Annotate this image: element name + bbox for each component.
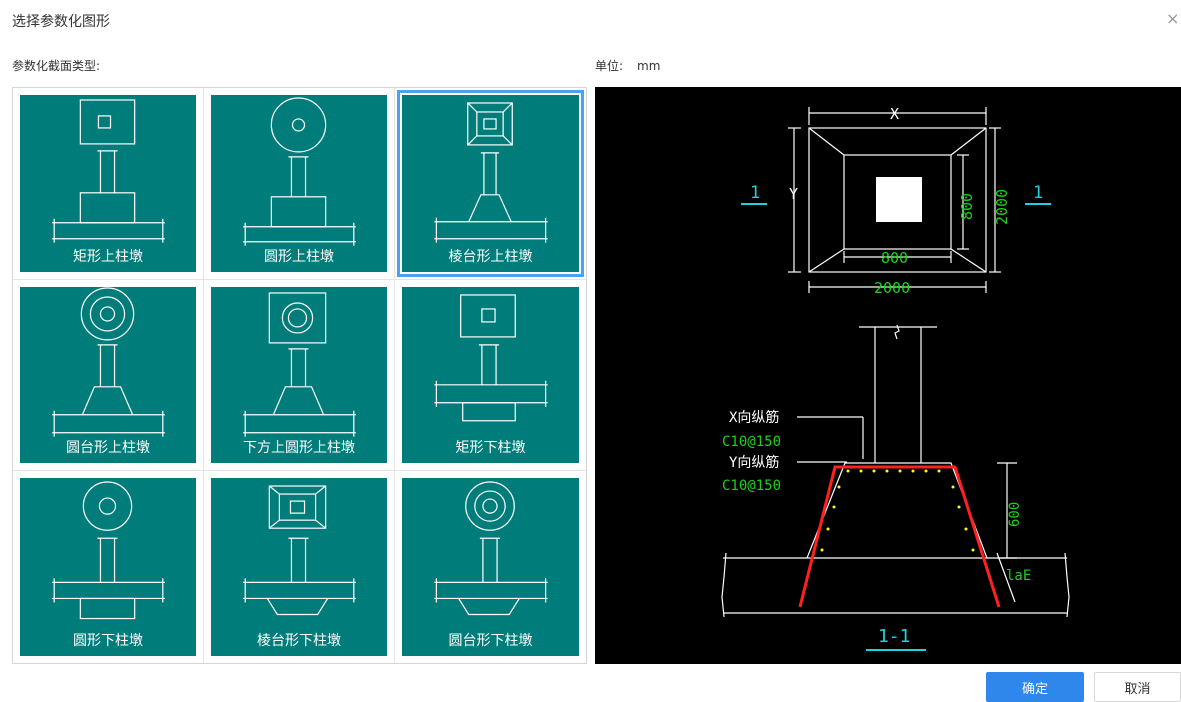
shape-option-square-circle-upper[interactable]: 下方上圆形上柱墩 bbox=[204, 279, 395, 472]
x-rebar-value: C10@150 bbox=[722, 434, 781, 450]
shape-thumbnail: 圆形下柱墩 bbox=[20, 478, 196, 656]
shape-option-cone-upper[interactable]: 圆台形上柱墩 bbox=[13, 279, 204, 472]
unit-label: 单位: mm bbox=[595, 57, 660, 74]
shape-option-frustum-lower[interactable]: 棱台形下柱墩 bbox=[204, 471, 395, 663]
shape-label: 棱台形下柱墩 bbox=[257, 633, 341, 649]
rect-lower-pier-icon bbox=[434, 294, 548, 422]
y-rebar-value: C10@150 bbox=[722, 478, 781, 494]
circle-upper-pier-icon bbox=[243, 97, 356, 246]
dim-outer-w-text: 2000 bbox=[874, 279, 910, 297]
section-mark-right: 1 bbox=[1033, 183, 1043, 203]
dim-x-text: X bbox=[890, 105, 899, 123]
dim-inner-h-text: 800 bbox=[958, 193, 976, 220]
shape-thumbnail: 圆形上柱墩 bbox=[211, 95, 387, 272]
shape-thumbnail: 棱台形上柱墩 bbox=[397, 90, 584, 277]
shape-label: 下方上圆形上柱墩 bbox=[243, 440, 355, 457]
cone-upper-pier-icon bbox=[52, 287, 165, 437]
shape-thumbnail: 矩形下柱墩 bbox=[402, 286, 579, 464]
cone-lower-pier-icon bbox=[434, 481, 548, 616]
frustum-upper-pier-icon bbox=[434, 102, 548, 243]
shape-option-cone-lower[interactable]: 圆台形下柱墩 bbox=[395, 471, 586, 663]
shape-option-rect-lower[interactable]: 矩形下柱墩 bbox=[395, 280, 586, 472]
shape-label: 矩形上柱墩 bbox=[73, 248, 143, 265]
section-mark-left: 1 bbox=[750, 183, 760, 203]
dim-outer-h-text: 2000 bbox=[993, 189, 1011, 225]
preview-drawing: X Y 800 2000 800 2000 1 1 bbox=[721, 105, 1070, 651]
shape-label: 圆台形上柱墩 bbox=[66, 440, 150, 457]
unit-label-text: 单位: bbox=[595, 59, 624, 73]
shape-option-rect-upper[interactable]: 矩形上柱墩 bbox=[13, 88, 204, 280]
dim-inner-w-text: 800 bbox=[881, 249, 908, 267]
circle-lower-pier-icon bbox=[52, 481, 165, 620]
cancel-button[interactable]: 取消 bbox=[1094, 672, 1181, 702]
dim-y-text: Y bbox=[789, 185, 798, 203]
anchor-label: laE bbox=[1006, 568, 1031, 584]
dim-height-text: 600 bbox=[1007, 502, 1023, 527]
y-rebar-label: Y向纵筋 bbox=[729, 454, 779, 471]
shape-label: 棱台形上柱墩 bbox=[448, 248, 533, 265]
shape-thumbnail: 矩形上柱墩 bbox=[20, 95, 196, 272]
shape-label: 矩形下柱墩 bbox=[455, 440, 526, 457]
x-rebar-label: X向纵筋 bbox=[729, 409, 779, 426]
shape-thumbnail: 下方上圆形上柱墩 bbox=[211, 286, 387, 464]
shape-option-frustum-upper[interactable]: 棱台形上柱墩 bbox=[395, 88, 586, 280]
shape-label: 圆形下柱墩 bbox=[73, 633, 143, 649]
shape-grid: 矩形上柱墩 圆形上柱墩 棱台形上柱墩 bbox=[12, 87, 587, 664]
rect-upper-pier-icon bbox=[52, 99, 165, 243]
square-base-circle-top-pier-icon bbox=[243, 292, 356, 437]
shape-label: 圆形上柱墩 bbox=[264, 248, 334, 265]
section-type-label: 参数化截面类型: bbox=[12, 59, 101, 73]
shape-option-circle-upper[interactable]: 圆形上柱墩 bbox=[204, 88, 395, 280]
close-icon[interactable]: × bbox=[1166, 9, 1180, 28]
ok-button[interactable]: 确定 bbox=[986, 672, 1084, 702]
frustum-lower-pier-icon bbox=[243, 485, 356, 616]
shape-preview: X Y 800 2000 800 2000 1 1 bbox=[595, 87, 1181, 664]
shape-option-circle-lower[interactable]: 圆形下柱墩 bbox=[13, 471, 204, 663]
dialog-title: 选择参数化图形 bbox=[12, 14, 110, 30]
section-title: 1-1 bbox=[878, 626, 911, 647]
shape-thumbnail: 圆台形上柱墩 bbox=[20, 286, 196, 464]
shape-label: 圆台形下柱墩 bbox=[448, 633, 533, 649]
unit-value: mm bbox=[637, 59, 661, 73]
shape-thumbnail: 圆台形下柱墩 bbox=[402, 478, 579, 656]
shape-thumbnail: 棱台形下柱墩 bbox=[211, 478, 387, 656]
